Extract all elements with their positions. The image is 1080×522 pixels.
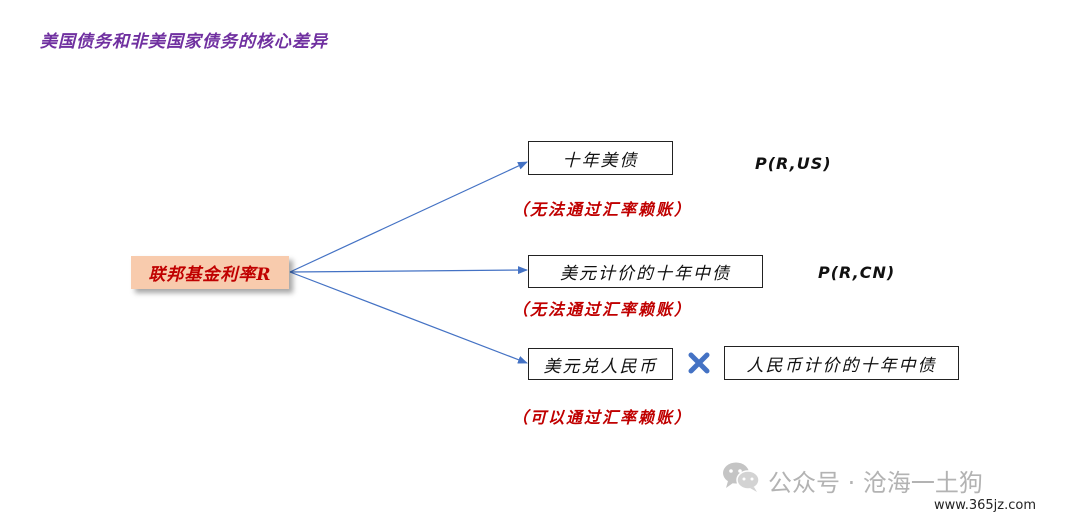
site-url[interactable]: www.365jz.com [934,498,1036,513]
formula-us: P(R,US) [755,154,832,173]
note-no-fx-default-2: （无法通过汇率赖账） [512,300,693,319]
note-can-fx-default: （可以通过汇率赖账） [512,408,693,427]
wechat-watermark: 公众号 · 沧海一土狗 [722,460,983,500]
watermark-text: 公众号 · 沧海一土狗 [768,468,983,497]
arrow-to-usd-cn-bond [289,266,528,275]
usd-denominated-cn-10y-bond-box: 美元计价的十年中债 [528,255,763,288]
note-no-fx-default-1: （无法通过汇率赖账） [512,200,693,219]
wechat-icon [722,461,760,499]
us-10y-treasury-box: 十年美债 [528,141,673,175]
arrow-to-us-treasury [289,161,528,273]
rmb-denominated-cn-10y-bond-box: 人民币计价的十年中债 [724,346,959,380]
page-title: 美国债务和非美国家债务的核心差异 [40,32,328,52]
multiply-icon [686,350,712,376]
usd-cny-box: 美元兑人民币 [528,348,673,380]
formula-cn: P(R,CN) [818,263,896,282]
arrow-to-usdcny [289,271,528,364]
fed-funds-rate-box: 联邦基金利率R [131,256,289,289]
